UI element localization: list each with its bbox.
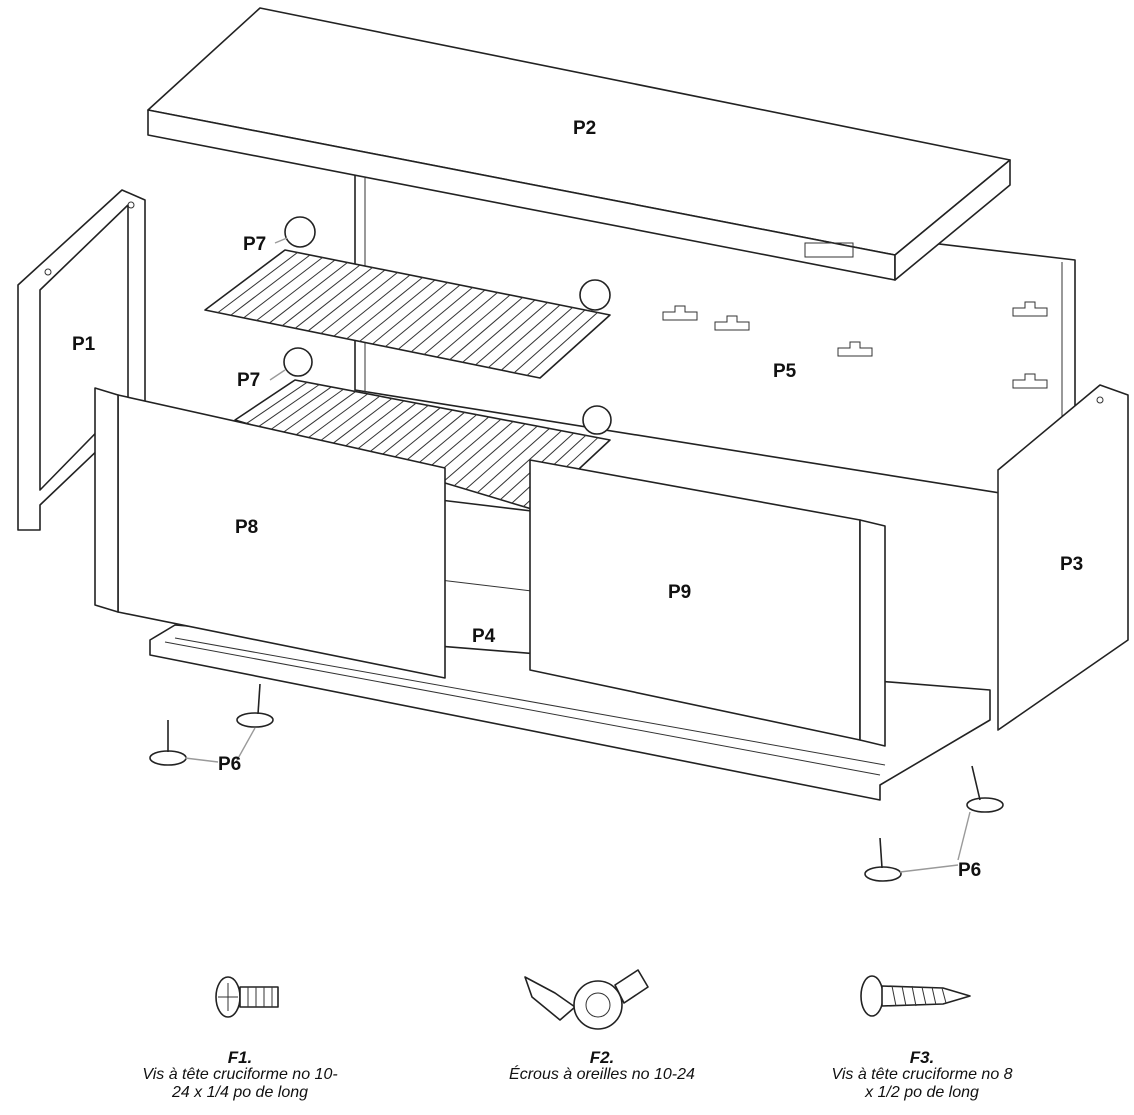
label-p1: P1 <box>72 334 96 355</box>
shelf-wire-bar <box>436 294 511 358</box>
shelf-wire-bar <box>281 264 361 327</box>
shelf-wire-bar <box>361 404 429 459</box>
shelf-wire-bar <box>385 284 461 348</box>
door-right-p9 <box>529 459 886 747</box>
shelf-wire-bar <box>423 292 498 355</box>
shelf-wire-bar <box>350 402 417 456</box>
shelf-wire-bar <box>462 299 536 363</box>
shelf-wire-bar <box>372 282 448 345</box>
label-p2: P2 <box>573 118 596 139</box>
shelf-wire-bar <box>488 430 562 497</box>
shelf-wire-bar <box>292 391 356 438</box>
shelf-wire-bar <box>294 267 373 329</box>
shelf-wire-bar <box>397 287 473 350</box>
shelf-wire-bar <box>410 289 486 353</box>
shelf-wire-bar <box>338 400 405 452</box>
leader-lines <box>184 237 971 873</box>
shelf-wire-bar <box>359 279 436 342</box>
shelf-wire-bar <box>315 395 381 445</box>
shelf-wire-bar <box>373 407 441 462</box>
shelf-wire-bar <box>307 269 386 332</box>
leveling-feet-p6 <box>149 683 1004 882</box>
phillips-self-tapping-screw-icon <box>860 975 971 1017</box>
hardware-f3-desc-line1: Vis à tête cruciforme no 8 <box>831 1066 1013 1083</box>
shelf-wire-bar <box>449 297 523 361</box>
wire-shelf-upper-p7 <box>204 216 611 379</box>
wing-nut-icon <box>524 969 649 1030</box>
shelf-wire-bar <box>476 428 550 494</box>
label-p7-bottom: P7 <box>237 370 260 391</box>
shelf-wire-bar <box>230 254 311 316</box>
label-p8: P8 <box>235 517 258 538</box>
shelf-wire-bar <box>280 388 344 435</box>
shelf-wire-bar <box>384 409 453 466</box>
shelf-wire-bar <box>465 425 538 490</box>
shelf-wire-bar <box>346 277 423 340</box>
shelf-wire-bar <box>327 398 393 449</box>
wire-shelf-lower-p7 <box>234 347 612 511</box>
shelf-wire-bar <box>303 393 368 442</box>
hardware-f1-desc-line1: Vis à tête cruciforme no 10- <box>142 1066 338 1083</box>
label-p6-right: P6 <box>958 860 981 881</box>
shelf-wire-bar <box>501 307 573 371</box>
shelf-wire-bar <box>453 423 526 487</box>
shelf-wire-bar <box>442 421 514 483</box>
label-p5: P5 <box>773 361 797 382</box>
label-p4: P4 <box>472 626 496 647</box>
shelf-wire-bar <box>269 262 348 324</box>
shelf-wire-bar <box>257 384 320 428</box>
shelf-wire-bar <box>256 259 336 321</box>
shelf-wire-bar <box>320 272 398 334</box>
shelf-wire-bar <box>475 302 548 366</box>
hardware-f3-title: F3. <box>909 1048 935 1067</box>
shelf-wire-bar <box>243 257 323 319</box>
shelf-wire-bar <box>526 312 598 376</box>
shelf-wire-bar <box>246 381 308 424</box>
top-panel-p2 <box>147 7 1011 281</box>
label-p6-left: P6 <box>218 754 241 775</box>
door-left-p8 <box>94 387 446 679</box>
hardware-f1-title: F1. <box>227 1048 253 1067</box>
label-p7-top: P7 <box>243 234 266 255</box>
hardware-f2-desc-line1: Écrous à oreilles no 10-24 <box>509 1066 695 1083</box>
hardware-f2-title: F2. <box>589 1048 615 1067</box>
label-p9: P9 <box>668 582 691 603</box>
shelf-wire-bar <box>269 386 332 431</box>
hardware-f1-desc-line2: 24 x 1/4 po de long <box>171 1084 309 1101</box>
side-panel-p3 <box>997 384 1129 731</box>
phillips-machine-screw-icon <box>215 976 279 1018</box>
shelf-wire-bar <box>513 309 586 374</box>
shelf-wire-bar <box>217 252 298 314</box>
shelf-wire-bar <box>333 274 411 337</box>
label-p3: P3 <box>1060 554 1083 575</box>
shelf-wire-bar <box>488 304 561 368</box>
hardware-f3-desc-line2: x 1/2 po de long <box>865 1084 979 1101</box>
